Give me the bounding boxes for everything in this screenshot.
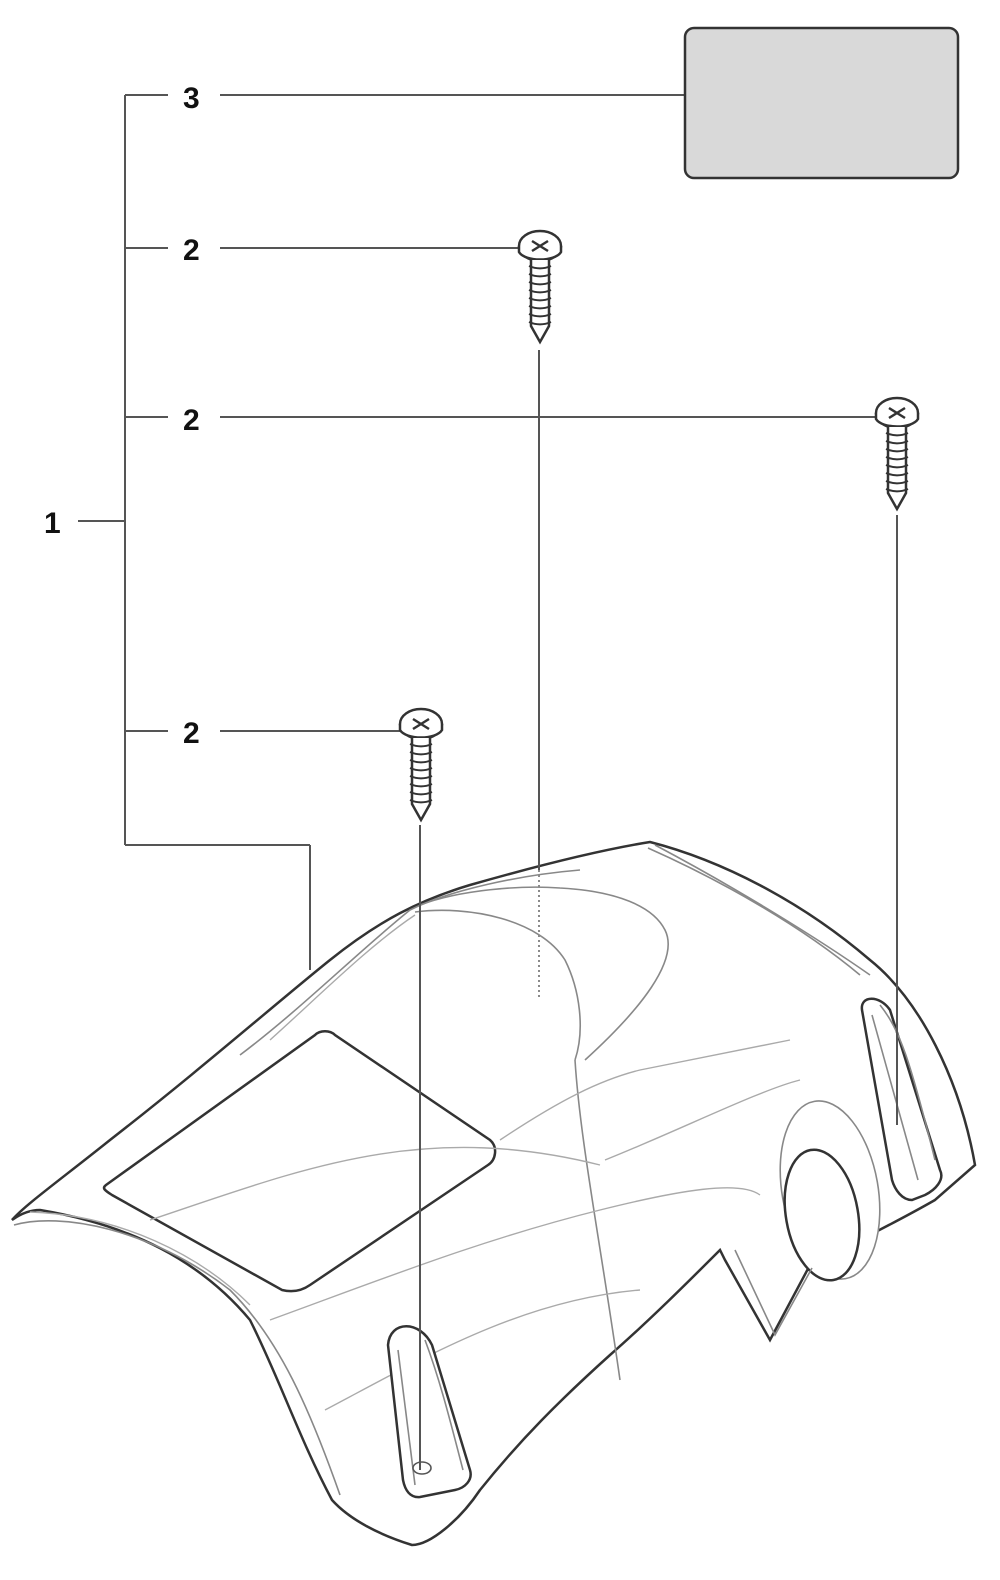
- screw-icon: [398, 707, 444, 823]
- callout-2-lower: 2: [183, 717, 200, 750]
- screw-icon: [517, 229, 563, 345]
- label-plate-icon: [683, 26, 960, 180]
- callout-2-middle: 2: [183, 404, 200, 437]
- assembly-bracket: [78, 94, 311, 970]
- cover-part-icon: [11, 840, 977, 1547]
- screw-icon: [874, 396, 920, 512]
- callout-3: 3: [183, 82, 200, 115]
- callout-1: 1: [44, 507, 61, 540]
- callout-2-upper: 2: [183, 234, 200, 267]
